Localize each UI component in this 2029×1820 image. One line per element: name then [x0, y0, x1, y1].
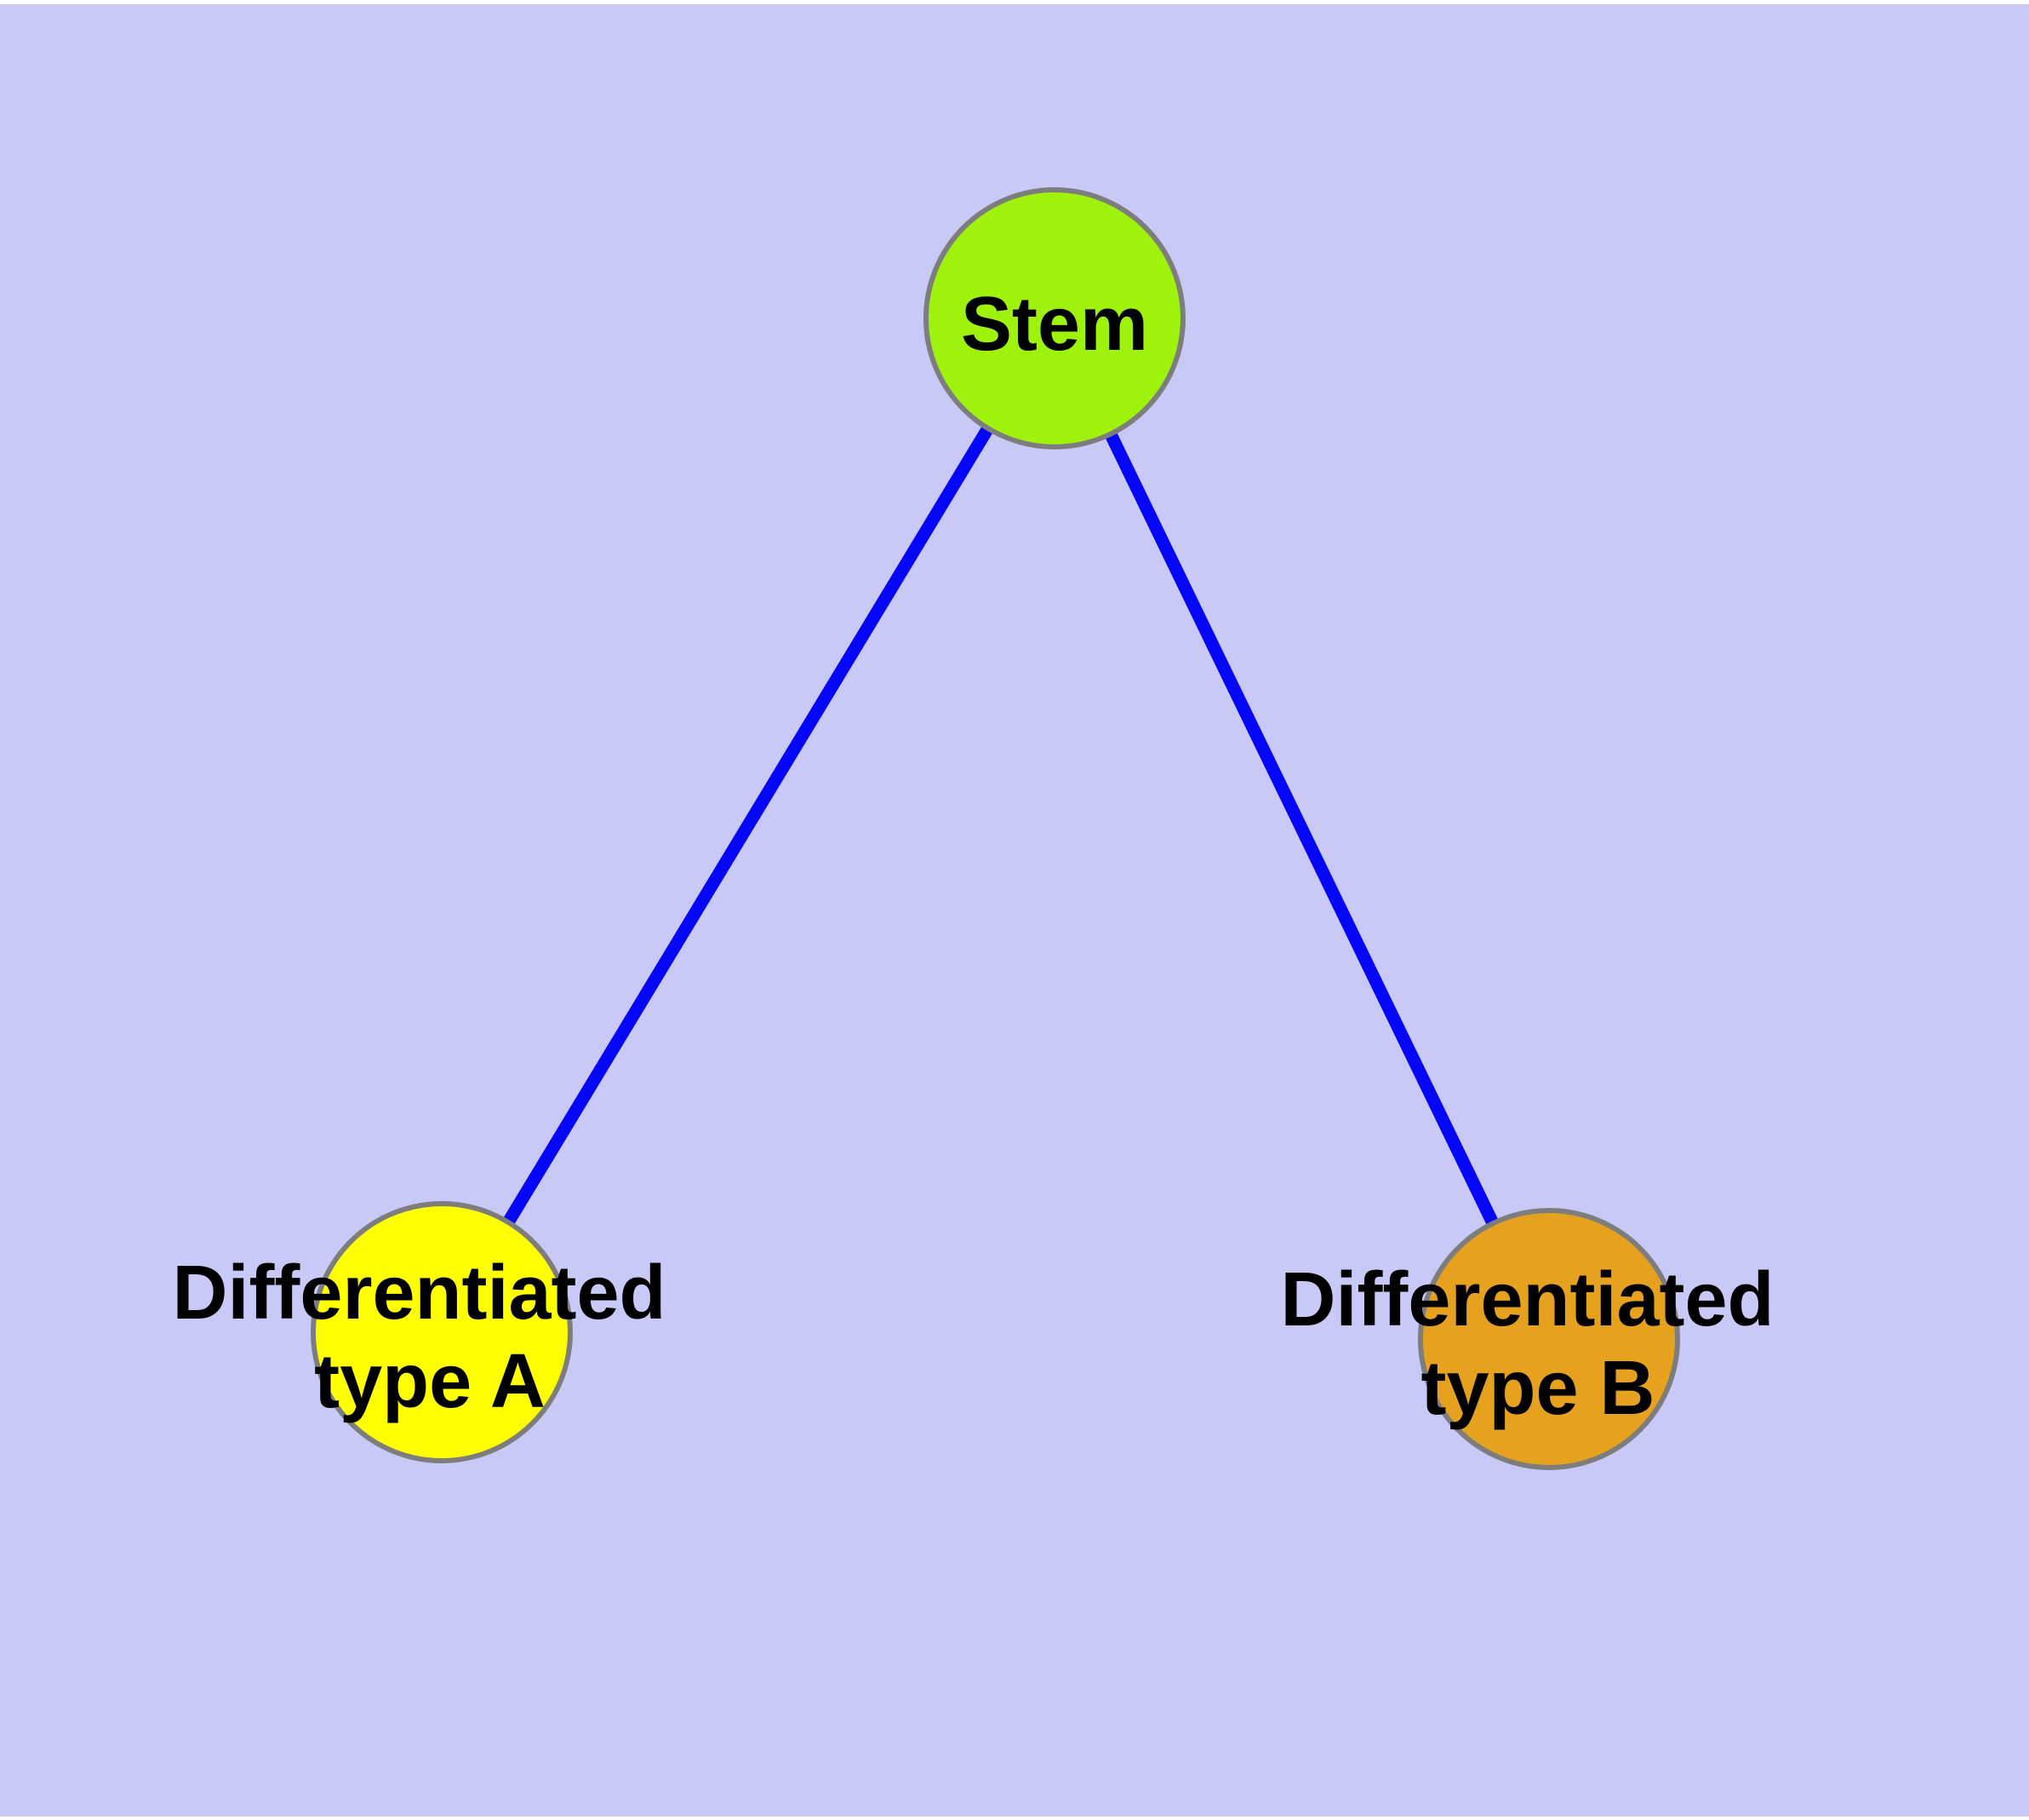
- node-differentiated-type-a: Differentiated type A: [172, 1201, 687, 1463]
- node-differentiated-type-b-circle: [1418, 1208, 1680, 1470]
- node-differentiated-type-a-label-line1: Differentiated: [172, 1251, 666, 1336]
- node-differentiated-type-a-label-line2: type A: [314, 1339, 546, 1424]
- node-differentiated-type-b-label-line1: Differentiated: [1280, 1257, 1774, 1342]
- node-stem-label: Stem: [961, 282, 1148, 367]
- node-stem-circle: [923, 187, 1186, 449]
- edge-stem-to-type-b: [1049, 315, 1555, 1342]
- node-differentiated-type-a-label: Differentiated type A: [172, 1251, 687, 1424]
- edge-stem-to-type-a: [436, 315, 1060, 1336]
- edge-group: [436, 315, 1555, 1342]
- node-differentiated-type-a-circle: [311, 1201, 573, 1463]
- node-stem-label-line1: Stem: [961, 282, 1148, 367]
- node-stem: Stem: [923, 187, 1186, 449]
- node-differentiated-type-b: Differentiated type B: [1280, 1208, 1795, 1470]
- node-differentiated-type-b-label-line2: type B: [1420, 1346, 1655, 1431]
- node-differentiated-type-b-label: Differentiated type B: [1280, 1257, 1795, 1431]
